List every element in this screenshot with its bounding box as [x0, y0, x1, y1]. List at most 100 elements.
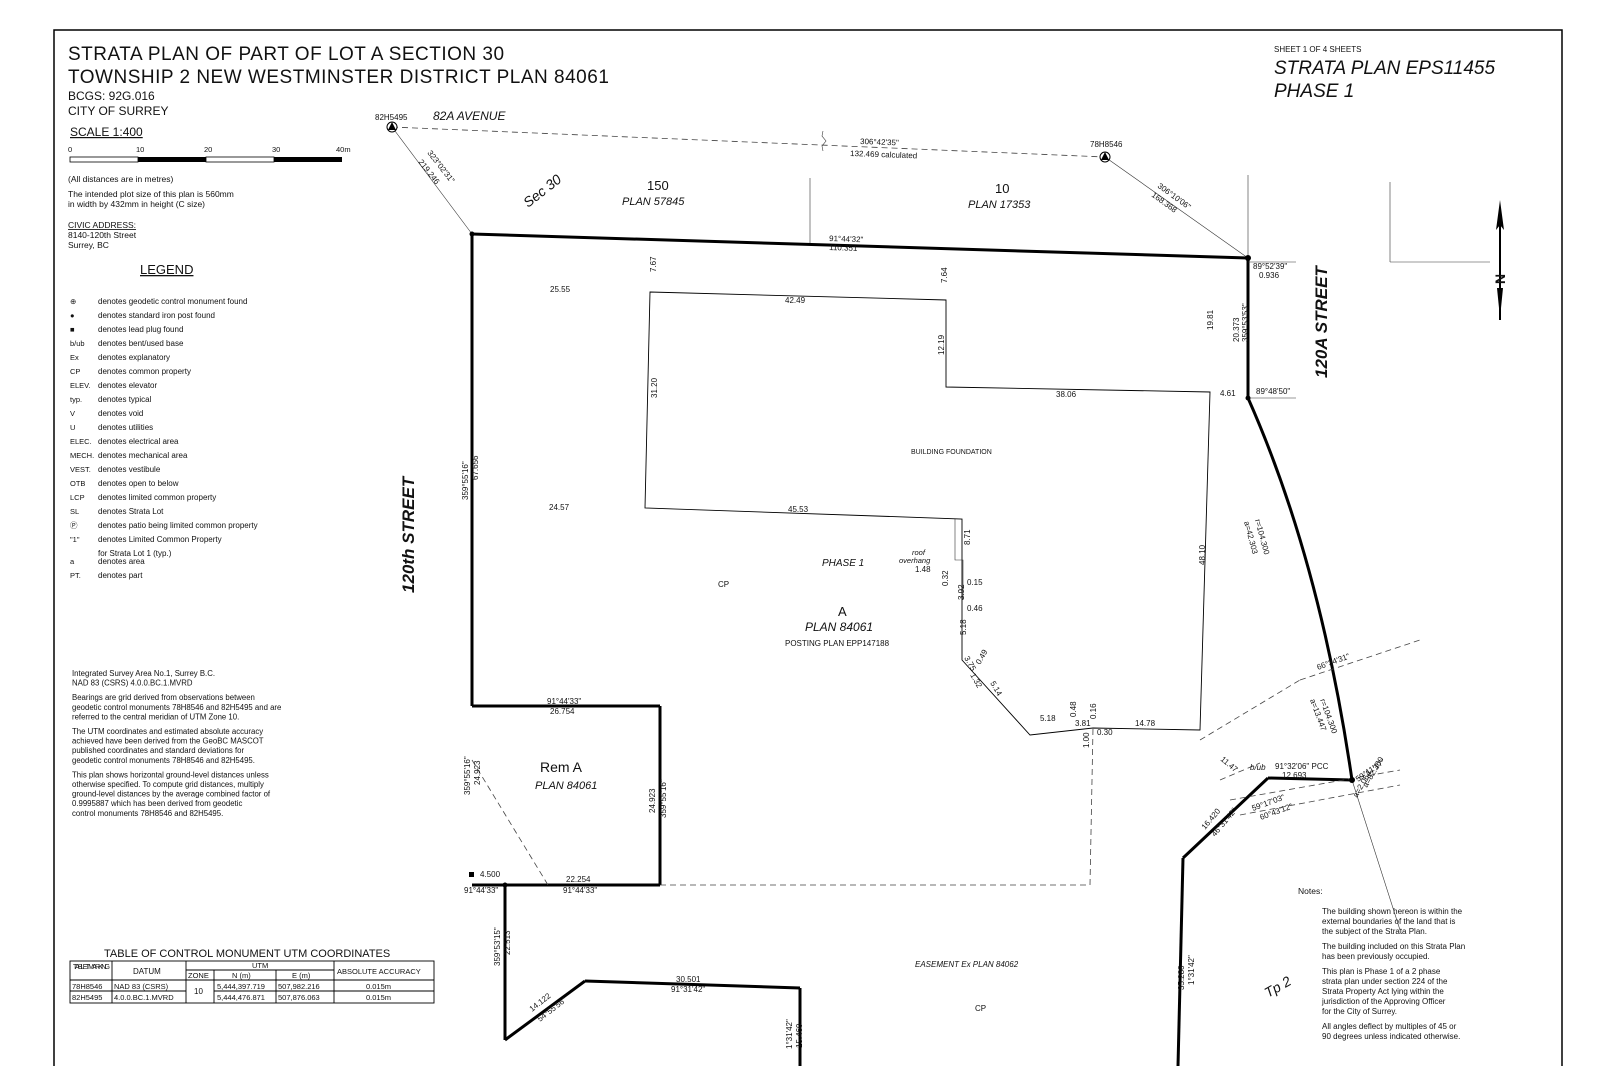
north-label: N [1492, 274, 1508, 284]
dimension-label: 0.30 [1097, 728, 1113, 737]
utm-table: TABLE OF CONTROL MONUMENT UTM COORDINATE… [69, 948, 435, 1004]
legend-text: denotes vestibule [98, 465, 161, 474]
dimension-label: 359°53'15" [493, 927, 502, 966]
utm-h-utm: UTM [252, 961, 268, 970]
street-120th: 120th STREET [399, 475, 418, 593]
legend-text: denotes electrical area [98, 437, 179, 446]
utm-row-datum: NAD 83 (CSRS) [114, 982, 169, 991]
legend-text: denotes utilities [98, 423, 153, 432]
lot-150-label: 150 [647, 178, 669, 193]
legend-item: "1"denotes Limited Common Property [70, 535, 222, 544]
lot-10-label: 10 [995, 181, 1009, 196]
notes-line: Strata Property Act lying within the [1322, 987, 1444, 996]
survey-note-line: otherwise specified. To compute grid dis… [72, 780, 264, 789]
notes-line: the subject of the Strata Plan. [1322, 927, 1427, 936]
survey-note-line: Integrated Survey Area No.1, Surrey B.C. [72, 669, 215, 678]
notes-line: for the City of Surrey. [1322, 1007, 1397, 1016]
utm-h-datum: DATUM [133, 967, 161, 976]
legend-symbol: SL [70, 507, 79, 516]
sheet-label: SHEET 1 OF 4 SHEETS [1274, 45, 1361, 54]
pcc-dist-label: 12.693 [1282, 771, 1307, 780]
dimension-label: 4.500 [480, 870, 501, 879]
legend-item: for Strata Lot 1 (typ.) [98, 549, 172, 558]
notes-line: The building shown hereon is within the [1322, 907, 1463, 916]
dimension-label: 359°55'16" [463, 756, 472, 795]
dimension-label: 0.15 [967, 578, 983, 587]
survey-note-line: geodetic control monuments 78H8546 and 8… [72, 756, 255, 765]
dimension-label: 110.351 [829, 243, 858, 253]
dimension-label: 91°44'32" [829, 234, 864, 244]
notes-line: 90 degrees unless indicated otherwise. [1322, 1032, 1460, 1041]
building-foundation-label: BUILDING FOUNDATION [911, 449, 992, 456]
dimension-label: 0.46 [967, 604, 983, 613]
utm-row-e: 507,876.063 [278, 993, 320, 1002]
dimension-labels: 306°42'35"132.469 calculated323°02'31"21… [416, 137, 1386, 1049]
dimension-label: 5.18 [959, 619, 968, 635]
legend-text: denotes bent/used base [98, 339, 184, 348]
dimension-label: 14.78 [1135, 719, 1156, 728]
iron-post-icon [1349, 777, 1355, 783]
lot-a-label: A [838, 604, 847, 619]
utm-row: 82H5495 4.0.0.BC.1.MVRD 5,444,476.871 50… [72, 993, 391, 1002]
utm-row-datum: 4.0.0.BC.1.MVRD [114, 993, 174, 1002]
scale-label: SCALE 1:400 [70, 125, 143, 139]
monument-82h-label: 82H5495 [375, 113, 408, 122]
dimension-label: 91°31'42" [671, 985, 705, 994]
legend-symbol: a [70, 557, 75, 566]
title-block: STRATA PLAN OF PART OF LOT A SECTION 30 … [68, 44, 609, 139]
utm-row-acc: 0.015m [366, 993, 391, 1002]
monument-82h5495-icon [386, 121, 398, 133]
dimension-label: 20.373 [1232, 317, 1241, 342]
notes-line: external boundaries of the land that is [1322, 917, 1455, 926]
sheet-border [53, 29, 1563, 1066]
notes-heading: Notes: [1298, 886, 1323, 896]
phase-1-label: PHASE 1 [822, 558, 864, 569]
overhang-label: overhang [899, 556, 931, 565]
roof-label: roof [912, 548, 926, 557]
utm-row-e: 507,982.216 [278, 982, 320, 991]
pcc-label: 91°32'06" PCC [1275, 762, 1329, 771]
utm-table-title: TABLE OF CONTROL MONUMENT UTM COORDINATE… [104, 948, 390, 960]
utm-row-tablet: 82H5495 [72, 993, 102, 1002]
legend-text: denotes explanatory [98, 353, 170, 362]
scale-tick-30: 30 [272, 145, 280, 154]
legend-item: ⊕denotes geodetic control monument found [70, 297, 247, 306]
dimension-label: 91°44'33" [547, 697, 581, 706]
plan-84061-label: PLAN 84061 [805, 620, 873, 634]
dimension-label: 25.55 [550, 285, 571, 294]
survey-notes: Integrated Survey Area No.1, Surrey B.C.… [72, 669, 281, 818]
dimension-label: 0.48 [1069, 701, 1078, 717]
dimension-label: 48.10 [1198, 544, 1207, 565]
dimension-label: 67.656 [471, 455, 480, 480]
legend-item: VEST.denotes vestibule [70, 465, 161, 474]
rem-a-label: Rem A [540, 759, 583, 775]
plot-note-1: The intended plot size of this plan is 5… [68, 189, 234, 199]
legend-text: denotes area [98, 557, 145, 566]
dimension-label: 359°55'16" [461, 461, 470, 500]
legend-text: denotes common property [98, 367, 191, 376]
iron-post-icon [1245, 395, 1251, 401]
dimension-label: 0.32 [941, 570, 950, 586]
notes-line: jurisdiction of the Approving Officer [1321, 997, 1446, 1006]
dimension-label: 5.18 [1040, 714, 1056, 723]
dimension-label: 8.71 [963, 529, 972, 545]
dimension-label: 19.81 [1206, 309, 1215, 330]
survey-note-line: achieved have been derived from the GeoB… [72, 737, 264, 746]
notes-line: All angles deflect by multiples of 45 or [1322, 1022, 1457, 1031]
legend-item: PT.denotes part [70, 571, 143, 580]
plot-note-2: in width by 432mm in height (C size) [68, 199, 205, 209]
dimension-label: 24.57 [549, 503, 570, 512]
legend-item: ●denotes standard iron post found [70, 311, 215, 320]
utm-h-zone: ZONE [188, 971, 209, 980]
utm-row: 78H8546 NAD 83 (CSRS) 5,444,397.719 507,… [72, 982, 391, 991]
dimension-label: 24.923 [648, 788, 657, 813]
dimension-label: 91°44'33" [464, 886, 498, 895]
legend-text: denotes Strata Lot [98, 507, 164, 516]
dimension-label: 1.48 [915, 565, 931, 574]
legend-text: denotes lead plug found [98, 325, 183, 334]
civic-line-1: 8140-120th Street [68, 230, 137, 240]
tie-line-top [391, 126, 1106, 158]
